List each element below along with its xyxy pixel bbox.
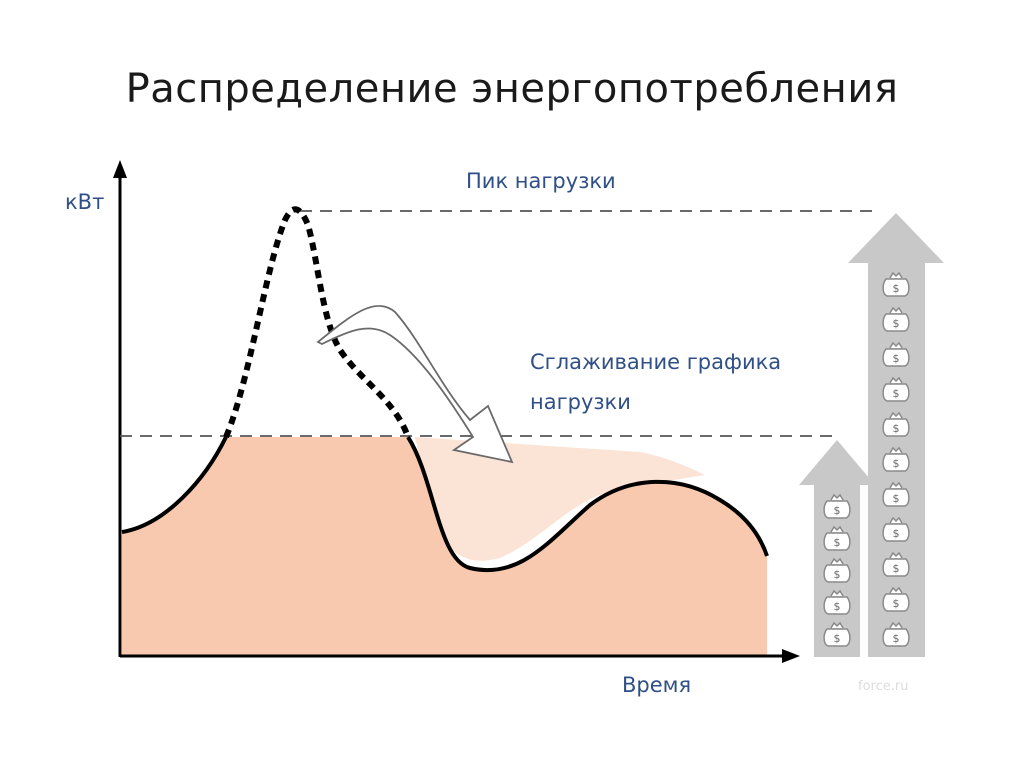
load-curve-left: [121, 436, 228, 534]
peak-curve-dotted: [223, 206, 411, 439]
smoothing-label-line2: нагрузки: [530, 390, 631, 414]
smoothed-load-area: [415, 437, 705, 561]
load-curve-right: [406, 435, 769, 573]
slide-title: Распределение энергопотребления: [125, 66, 899, 112]
y-axis-arrow: [113, 160, 127, 178]
smoothing-arrow: [316, 305, 514, 464]
base-load-area: [122, 437, 767, 655]
watermark: force.ru: [858, 679, 908, 694]
x-axis-label: Время: [622, 673, 691, 697]
y-axis-label: кВт: [65, 190, 104, 214]
peak-label: Пик нагрузки: [466, 169, 616, 193]
x-axis-arrow: [782, 649, 800, 663]
smoothing-label-line1: Сглаживание графика: [530, 350, 781, 374]
